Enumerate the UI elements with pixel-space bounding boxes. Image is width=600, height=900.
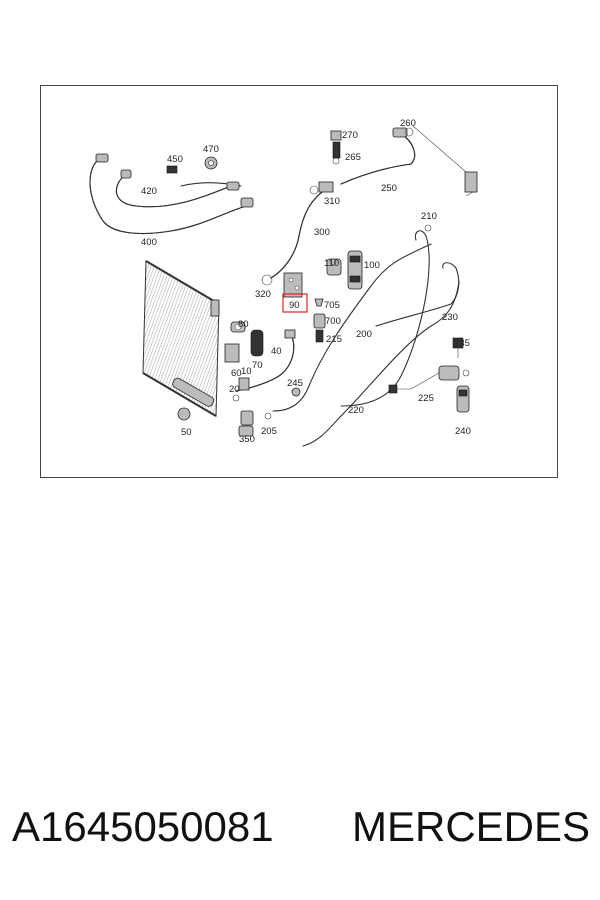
callout-220: 220 bbox=[348, 405, 364, 416]
pressure-switch-700 bbox=[313, 298, 326, 343]
callout-225: 225 bbox=[418, 393, 434, 404]
brand-name: MERCEDES bbox=[352, 803, 591, 850]
callout-470: 470 bbox=[203, 144, 219, 155]
pipe-250-260 bbox=[340, 125, 478, 197]
callout-245: 245 bbox=[287, 378, 303, 389]
sensor-225-235-240 bbox=[388, 337, 470, 413]
callout-10: 10 bbox=[241, 366, 252, 377]
hose-400-420 bbox=[89, 153, 254, 235]
callout-235: 235 bbox=[454, 338, 470, 349]
callout-250: 250 bbox=[381, 183, 397, 194]
callout-70: 70 bbox=[252, 360, 263, 371]
expansion-valve-100 bbox=[326, 250, 363, 290]
callout-230: 230 bbox=[442, 312, 458, 323]
callout-705: 705 bbox=[324, 300, 340, 311]
callout-215: 215 bbox=[326, 334, 342, 345]
callout-700: 700 bbox=[325, 316, 341, 327]
callout-420: 420 bbox=[141, 186, 157, 197]
callout-320: 320 bbox=[255, 289, 271, 300]
callout-300: 300 bbox=[314, 227, 330, 238]
callout-400: 400 bbox=[141, 237, 157, 248]
callout-350: 350 bbox=[239, 434, 255, 445]
pipe-230 bbox=[375, 224, 460, 327]
callout-450: 450 bbox=[167, 154, 183, 165]
highlight-box bbox=[282, 293, 308, 313]
hose-300-320 bbox=[261, 181, 334, 286]
bracket-60-70-80 bbox=[224, 321, 264, 363]
callout-265: 265 bbox=[345, 152, 361, 163]
callout-40: 40 bbox=[271, 346, 282, 357]
condenser bbox=[142, 260, 220, 421]
callout-80: 80 bbox=[238, 319, 249, 330]
callout-labels: 10 20 40 50 60 70 80 90 100 110 200 205 … bbox=[141, 118, 471, 445]
callout-50: 50 bbox=[181, 427, 192, 438]
sensor-265-270 bbox=[330, 130, 342, 165]
callout-60: 60 bbox=[231, 368, 242, 379]
callout-260: 260 bbox=[400, 118, 416, 129]
pressure-line-200 bbox=[232, 230, 460, 447]
part-90 bbox=[283, 272, 303, 298]
callout-200: 200 bbox=[356, 329, 372, 340]
caption: A1645050081 MERCEDES bbox=[0, 803, 600, 863]
callout-90: 90 bbox=[289, 300, 300, 311]
callout-110: 110 bbox=[324, 258, 339, 269]
part-number: A1645050081 bbox=[12, 803, 274, 850]
callout-100: 100 bbox=[364, 260, 380, 271]
callout-210: 210 bbox=[421, 211, 437, 222]
callout-310: 310 bbox=[324, 196, 340, 207]
callout-20: 20 bbox=[229, 384, 240, 395]
parts-diagram-frame: 10 20 40 50 60 70 80 90 100 110 200 205 … bbox=[40, 85, 558, 478]
callout-205: 205 bbox=[261, 426, 277, 437]
callout-270: 270 bbox=[342, 130, 358, 141]
callout-240: 240 bbox=[455, 426, 471, 437]
parts-diagram: 10 20 40 50 60 70 80 90 100 110 200 205 … bbox=[89, 118, 478, 447]
